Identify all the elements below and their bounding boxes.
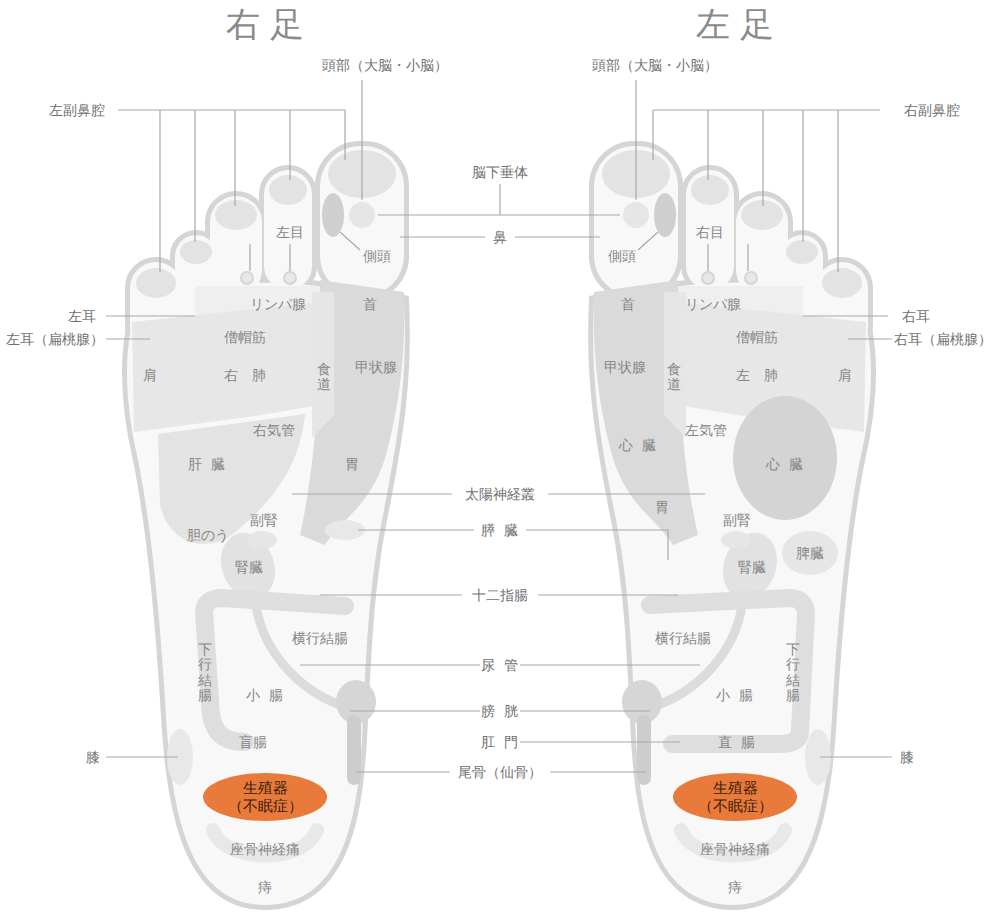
zone-label: リンパ腺	[685, 296, 741, 313]
zone-label: 肩	[838, 367, 852, 384]
zone-label: 左目	[276, 224, 304, 241]
zone-label: 直腸	[710, 734, 763, 751]
zone-label: 心臓	[758, 456, 811, 473]
zone-label: 胆のう	[187, 527, 229, 544]
zone-label: 副腎	[723, 512, 751, 529]
zone-label: 側頭	[363, 248, 391, 265]
zone-label: 胃	[655, 499, 669, 516]
leader-label: 肛門	[473, 734, 526, 751]
zone-label: リンパ腺	[250, 296, 306, 313]
leader-label: 太陽神経叢	[465, 486, 535, 503]
colon-zone	[204, 598, 345, 742]
leader-label: 右耳	[902, 308, 930, 325]
zone-label: 脾臓	[796, 545, 824, 562]
liver-zone	[158, 414, 305, 544]
zone-label: 右肺	[210, 367, 280, 384]
zone-label: 甲状腺	[355, 359, 397, 376]
zone-label: 右目	[696, 224, 724, 241]
leader-label: 左耳（扁桃腺）	[6, 331, 104, 348]
zone-label: 腎臓	[738, 559, 766, 576]
leader-label: 膝	[86, 749, 100, 766]
oval-label: 生殖器 （不眠症）	[694, 779, 776, 815]
zone-label: 首	[363, 296, 377, 313]
leader-label: 右耳（扁桃腺）	[894, 331, 992, 348]
organ-oval: 生殖器 （不眠症）	[672, 772, 798, 822]
leader-lines	[106, 80, 892, 772]
zone-label: 痔	[728, 879, 742, 896]
zone-label: 盲腸	[239, 734, 267, 751]
leader-label: 頭部（大脳・小脳）	[592, 57, 718, 74]
zone-label: 小腸	[708, 687, 761, 704]
zone-label: 痔	[258, 879, 272, 896]
leader-label: 頭部（大脳・小脳）	[322, 57, 448, 74]
organ-oval: 生殖器 （不眠症）	[202, 772, 328, 822]
oval-fill	[203, 773, 327, 821]
leader-label: 尿管	[473, 657, 526, 674]
foot-title: 左足	[686, 4, 785, 45]
heart-zone	[733, 396, 837, 520]
zone-label: 僧帽筋	[224, 329, 266, 346]
zone-label: 肝臓	[180, 456, 233, 473]
right-foot	[127, 146, 405, 905]
zone-label: 食道	[317, 362, 331, 393]
zone-label: 座骨神経痛	[230, 841, 300, 858]
zone-label: 肩	[143, 367, 157, 384]
leader-label: 膀胱	[473, 703, 526, 720]
zone-label: 心臓	[611, 437, 664, 454]
zone-label: 左肺	[722, 367, 792, 384]
zone-label: 僧帽筋	[736, 329, 778, 346]
zone-label: 右気管	[253, 422, 295, 439]
zone-label: 胃	[345, 456, 359, 473]
zone-label: 食道	[667, 362, 681, 393]
zone-label: 下行結腸	[198, 642, 212, 704]
oval-label: 生殖器 （不眠症）	[224, 779, 306, 815]
leader-label: 十二指腸	[472, 587, 528, 604]
zone-label: 首	[621, 296, 635, 313]
colon-zone	[650, 598, 806, 744]
zone-label: 側頭	[608, 248, 636, 265]
zone-label: 下行結腸	[786, 642, 800, 704]
leader-label: 鼻	[493, 229, 507, 246]
zone-label: 左気管	[685, 422, 727, 439]
leader-label: 右副鼻腔	[904, 102, 960, 119]
zone-label: 小腸	[238, 687, 291, 704]
spleen-zone	[782, 531, 838, 575]
oval-fill	[673, 773, 797, 821]
foot-title: 右足	[216, 4, 315, 45]
leader-label: 脳下垂体	[472, 164, 528, 181]
zone-label: 腎臓	[235, 559, 263, 576]
leader-label: 膝	[900, 749, 914, 766]
leader-label: 左副鼻腔	[49, 102, 105, 119]
zone-label: 座骨神経痛	[700, 841, 770, 858]
zone-label: 横行結腸	[292, 630, 348, 647]
leader-label: 膵臓	[473, 522, 526, 539]
zone-label: 甲状腺	[604, 359, 646, 376]
zone-label: 副腎	[250, 512, 278, 529]
left-foot	[593, 146, 871, 905]
zone-label: 横行結腸	[655, 630, 711, 647]
leader-label: 尾骨（仙骨）	[458, 764, 542, 781]
leader-label: 左耳	[68, 308, 96, 325]
